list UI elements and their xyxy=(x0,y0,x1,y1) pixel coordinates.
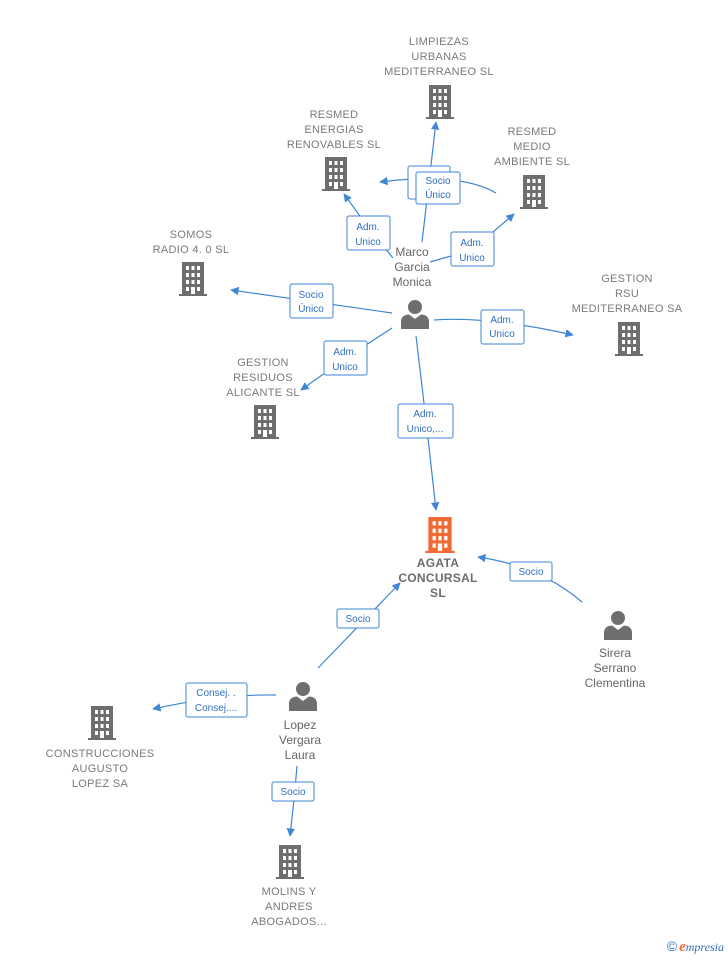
node-label-line: ENERGIAS xyxy=(304,124,363,136)
company-node-somos[interactable]: SOMOS RADIO 4. 0 SL xyxy=(153,229,230,296)
node-label-line: MEDITERRANEO SL xyxy=(384,66,494,78)
edge-label-line-1: Adm. xyxy=(413,409,436,420)
person-label-line: Vergara xyxy=(279,733,321,747)
company-node-resmed-medio[interactable]: RESMED MEDIO AMBIENTE SL xyxy=(494,126,570,209)
node-label-line: AMBIENTE SL xyxy=(494,156,570,168)
edge-label-line-2: Unico xyxy=(355,237,381,248)
edge-label-line-1: Socio xyxy=(425,176,450,187)
node-label-line: AUGUSTO xyxy=(72,763,128,775)
node-label-line: MOLINS Y xyxy=(262,886,317,898)
building-icon xyxy=(615,322,643,356)
edge-label-line-2: Unico,... xyxy=(407,424,444,435)
copyright-icon: © xyxy=(666,938,678,954)
edge-label-line-1: Socio xyxy=(518,567,543,578)
node-label-line: CONCURSAL xyxy=(398,571,477,585)
person-label-line: Garcia xyxy=(394,260,430,274)
edge-label-marco-residuos[interactable]: Adm. Unico xyxy=(323,340,368,376)
edge-label-line-1: Socio xyxy=(280,787,305,798)
node-label-line: MEDITERRANEO SA xyxy=(572,303,683,315)
edge-label-lopez-agata[interactable]: Socio xyxy=(336,608,380,629)
person-icon xyxy=(604,611,632,640)
person-label-line: Laura xyxy=(285,748,316,762)
company-node-gestion-residuos[interactable]: GESTION RESIDUOS ALICANTE SL xyxy=(226,357,300,439)
building-icon xyxy=(520,175,548,209)
person-label-line: Sirera xyxy=(599,646,631,660)
node-label-line: SOMOS xyxy=(170,229,212,241)
edge-label-marco-energias[interactable]: Adm. Unico xyxy=(346,215,391,251)
company-node-molins[interactable]: MOLINS Y ANDRES ABOGADOS... xyxy=(251,845,326,928)
edge-label-marco-somos[interactable]: Socio Único xyxy=(289,283,334,319)
node-label-line: RESIDUOS xyxy=(233,372,293,384)
edge-label-line-2: Unico xyxy=(332,362,358,373)
node-label-line: RESMED xyxy=(310,109,359,121)
edge-label-line-1: Socio xyxy=(345,614,370,625)
node-label-line: AGATA xyxy=(417,556,459,570)
building-icon xyxy=(322,157,350,191)
edge-label-sirera-agata[interactable]: Socio xyxy=(509,561,553,582)
node-label-line: RSU xyxy=(615,288,639,300)
node-label-line: RADIO 4. 0 SL xyxy=(153,244,230,256)
edge-label-line-1: Adm. xyxy=(460,238,483,249)
node-label-line: SL xyxy=(430,586,446,600)
edge-label-marco-rsu[interactable]: Adm. Unico xyxy=(480,309,525,345)
person-node-lopez[interactable]: Lopez Vergara Laura xyxy=(279,682,321,762)
edge-label-line-2: Único xyxy=(298,302,324,315)
node-label-line: MEDIO xyxy=(513,141,551,153)
building-icon xyxy=(88,706,116,740)
building-icon xyxy=(425,517,455,553)
edge-label-line-1: Adm. xyxy=(356,222,379,233)
edge-label-marco-agata[interactable]: Adm. Unico,... xyxy=(397,403,454,439)
edge-label-lopez-molins[interactable]: Socio xyxy=(271,781,315,802)
edge-label-line-2: Unico xyxy=(459,253,485,264)
node-label-line: ABOGADOS... xyxy=(251,916,326,928)
edge-label-line-1: Consej. . xyxy=(196,688,235,699)
building-icon xyxy=(179,262,207,296)
footer-brand[interactable]: ©empresia xyxy=(667,938,724,956)
company-node-resmed-energias[interactable]: RESMED ENERGIAS RENOVABLES SL xyxy=(287,109,381,191)
person-label-line: Monica xyxy=(393,275,432,289)
brand-logo-text: mpresia xyxy=(685,940,724,954)
person-icon xyxy=(401,300,429,329)
edge-label-line-2: Consej.... xyxy=(195,703,237,714)
company-node-gestion-rsu[interactable]: GESTION RSU MEDITERRANEO SA xyxy=(572,273,683,356)
edge-label-line-2: Único xyxy=(425,188,451,201)
person-icon xyxy=(289,682,317,711)
node-label-line: URBANAS xyxy=(411,51,466,63)
building-icon xyxy=(276,845,304,879)
person-label-line: Clementina xyxy=(585,676,646,690)
person-label-line: Serrano xyxy=(594,661,637,675)
building-icon xyxy=(426,85,454,119)
company-node-limpiezas[interactable]: LIMPIEZAS URBANAS MEDITERRANEO SL xyxy=(384,36,494,119)
person-label-line: Marco xyxy=(395,245,429,259)
edge-label-marco-limpiezas[interactable]: Socio Único xyxy=(407,165,461,205)
edge-label-lopez-construcciones[interactable]: Consej. . Consej.... xyxy=(185,682,248,718)
edge-label-line-2: Unico xyxy=(489,329,515,340)
node-label-line: GESTION xyxy=(237,357,289,369)
node-label-line: LIMPIEZAS xyxy=(409,36,469,48)
building-icon xyxy=(251,405,279,439)
edge-labels: Socio Único Adm. Unico Adm. Unico Socio … xyxy=(185,165,553,802)
person-label-line: Lopez xyxy=(284,718,317,732)
node-label-line: LOPEZ SA xyxy=(72,778,129,790)
brand-logo-initial: e xyxy=(679,939,686,955)
node-label-line: ANDRES xyxy=(265,901,313,913)
node-label-line: GESTION xyxy=(601,273,653,285)
node-label-line: RESMED xyxy=(508,126,557,138)
node-label-line: ALICANTE SL xyxy=(226,387,300,399)
node-label-line: RENOVABLES SL xyxy=(287,139,381,151)
edge-label-marco-medio[interactable]: Adm. Unico xyxy=(450,231,495,267)
node-label-line: CONSTRUCCIONES xyxy=(46,748,155,760)
person-node-sirera[interactable]: Sirera Serrano Clementina xyxy=(585,611,646,690)
company-node-agata-concursal[interactable]: AGATA CONCURSAL SL xyxy=(398,517,477,600)
edge-label-line-1: Adm. xyxy=(490,315,513,326)
company-node-construcciones[interactable]: CONSTRUCCIONES AUGUSTO LOPEZ SA xyxy=(46,706,155,790)
edge-label-line-1: Adm. xyxy=(333,347,356,358)
person-node-marco[interactable]: Marco Garcia Monica xyxy=(393,245,432,329)
edge-label-line-1: Socio xyxy=(298,290,323,301)
